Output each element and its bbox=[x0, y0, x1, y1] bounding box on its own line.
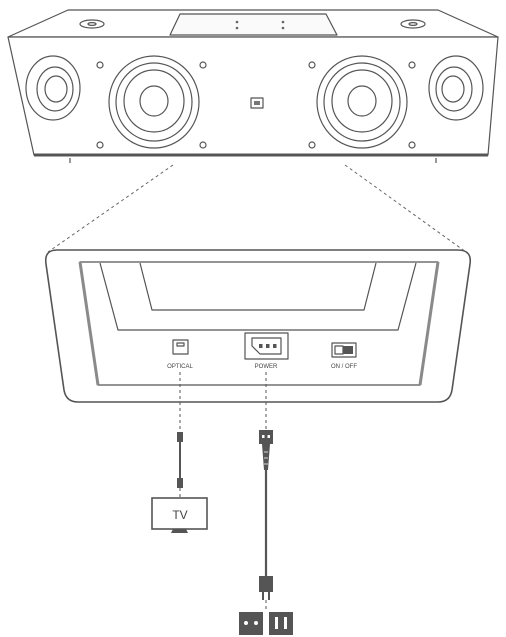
power-port-label: POWER bbox=[255, 364, 278, 370]
power-cable bbox=[259, 372, 273, 610]
left-tweeter bbox=[25, 55, 81, 121]
iec-plug bbox=[259, 430, 273, 444]
rear-panel-handle bbox=[99, 262, 417, 331]
power-socket-icon bbox=[244, 332, 289, 360]
left-woofer bbox=[108, 55, 200, 149]
wall-plug bbox=[259, 576, 273, 592]
rocker-switch-icon bbox=[331, 342, 357, 358]
right-tweeter bbox=[428, 55, 484, 121]
speaker-front-face bbox=[7, 36, 499, 156]
switch-label: ON / OFF bbox=[331, 364, 357, 370]
right-woofer bbox=[316, 55, 408, 149]
tv-icon bbox=[151, 497, 208, 533]
speaker-front-view bbox=[7, 9, 499, 163]
jbl-logo-icon bbox=[250, 97, 264, 109]
optical-port-label: OPTICAL bbox=[167, 364, 193, 370]
tv-label: TV bbox=[172, 508, 187, 522]
touch-buttons bbox=[235, 20, 285, 30]
optical-port-icon bbox=[172, 339, 189, 355]
top-control-panel bbox=[169, 13, 338, 36]
top-right-cap bbox=[400, 19, 426, 29]
zoom-callout-lines bbox=[47, 164, 467, 253]
top-left-cap bbox=[79, 19, 105, 29]
grille-screws bbox=[96, 61, 416, 149]
rear-panel bbox=[44, 249, 472, 403]
optical-cable bbox=[177, 372, 183, 497]
wall-outlet-icon bbox=[239, 612, 293, 635]
